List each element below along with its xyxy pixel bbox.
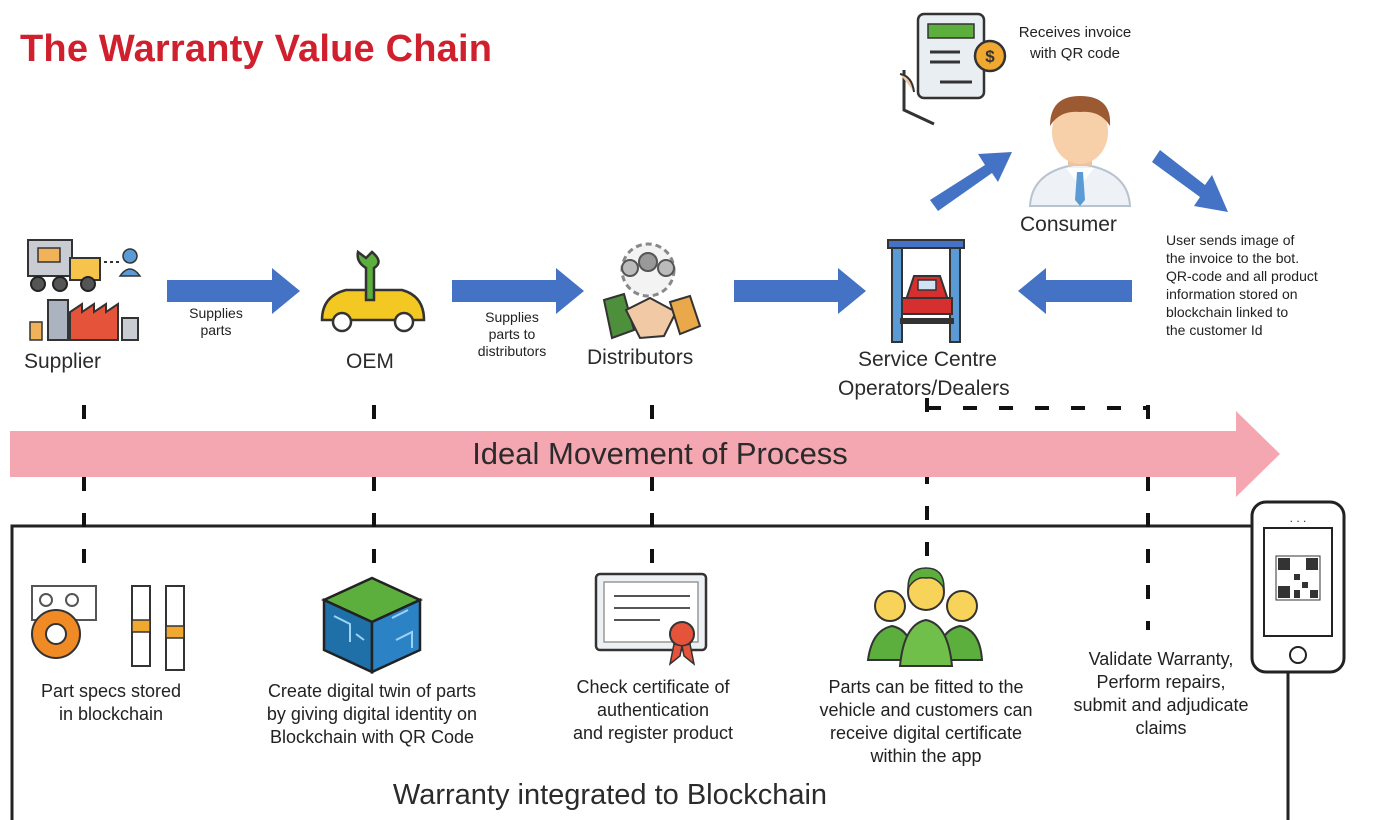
step-part-specs: Part specs stored in blockchain — [40, 681, 182, 724]
arrow-consumer-bot — [1152, 150, 1228, 212]
actor-label-oem: OEM — [346, 350, 394, 373]
flow-label-receives-invoice: Receives invoice with QR code — [1018, 24, 1132, 62]
blockchain-cube-icon — [320, 576, 424, 674]
actor-label-consumer: Consumer — [1020, 213, 1117, 236]
car-lift-icon — [887, 239, 965, 343]
arrow-distributors-service — [734, 268, 866, 314]
step-fitted: Parts can be fitted to the vehicle and c… — [819, 677, 1033, 766]
customers-group-icon — [866, 567, 984, 667]
step-digital-twin: Create digital twin of parts by giving d… — [266, 681, 478, 747]
invoice-dollar-icon: $ — [899, 12, 1007, 126]
handshake-team-icon — [602, 242, 702, 340]
arrow-supplier-oem — [167, 268, 300, 314]
actor-label-distributors: Distributors — [587, 346, 694, 369]
actor-label-service-line1: Service Centre — [858, 348, 997, 371]
footer-label: Warranty integrated to Blockchain — [392, 779, 828, 811]
actor-label-service-line2: Operators/Dealers — [838, 377, 1010, 400]
arrow-service-consumer — [930, 152, 1012, 211]
flow-arrows — [167, 150, 1228, 314]
page-title: The Warranty Value Chain — [20, 28, 493, 70]
process-bar-label: Ideal Movement of Process — [472, 436, 848, 471]
svg-text:. . .: . . . — [1290, 511, 1307, 525]
arrow-oem-distributors — [452, 268, 584, 314]
warehouse-truck-factory-icon — [27, 239, 142, 341]
process-bar-arrow — [10, 411, 1280, 497]
step-certificate: Check certificate of authentication and … — [572, 677, 734, 743]
flow-label-supplies-distributors: Supplies parts to distributors — [477, 309, 547, 359]
arrow-consumer-service — [1018, 268, 1132, 314]
phone-qr-icon: . . . — [1250, 500, 1346, 674]
actor-label-supplier: Supplier — [24, 350, 102, 373]
flow-label-supplies-parts: Supplies parts — [189, 305, 243, 338]
person-avatar-icon — [1028, 96, 1132, 207]
svg-text:$: $ — [985, 47, 995, 66]
car-wrench-icon — [320, 249, 426, 333]
engine-parts-icon — [31, 585, 185, 671]
flow-label-user-sends: User sends image of the invoice to the b… — [1166, 232, 1318, 338]
certificate-icon — [594, 572, 708, 666]
step-validate: Validate Warranty, Perform repairs, subm… — [1073, 649, 1249, 738]
